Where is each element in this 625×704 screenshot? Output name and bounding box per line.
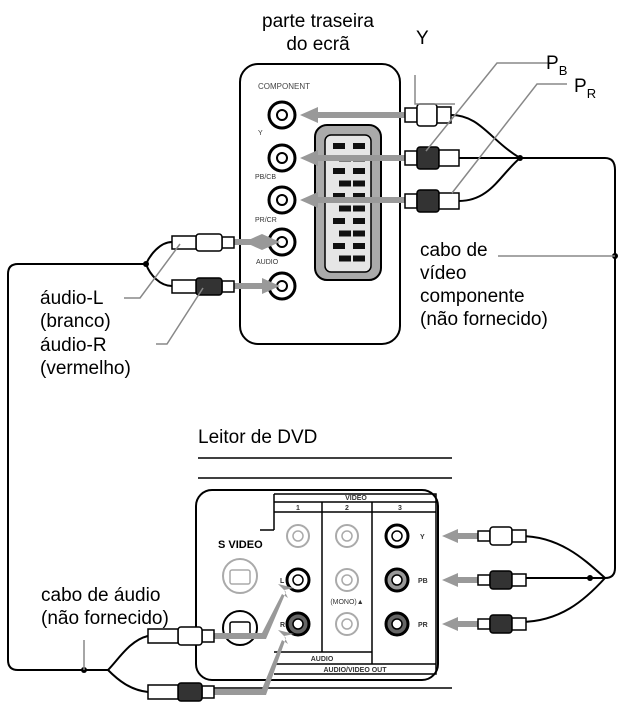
label-pb: PB — [546, 53, 567, 78]
mono-label: (MONO)▲ — [330, 599, 363, 606]
jack-pb[interactable] — [267, 143, 297, 173]
plug-pb-dvd — [477, 570, 527, 590]
plug-pr-screen — [404, 189, 460, 213]
audio-r-label-2: (vermelho) — [40, 358, 131, 379]
jack-pr[interactable] — [267, 185, 297, 215]
video-jack-1[interactable] — [286, 524, 310, 548]
scart-pin — [353, 218, 365, 224]
video-header: VIDEO — [345, 495, 367, 502]
scart-pin — [353, 193, 365, 199]
scart-pin — [333, 193, 345, 199]
jack-pb-label: PB/CB — [255, 174, 276, 181]
scart-pin — [339, 180, 351, 187]
jack-pr-label: PR/CR — [255, 217, 277, 224]
scart-pin — [339, 205, 351, 212]
video-cable-label-4: (não fornecido) — [420, 309, 548, 330]
s-video-label: S VIDEO — [218, 539, 263, 551]
video-cable-label-1: cabo de — [420, 240, 488, 261]
plug-audio-r-screen — [171, 277, 235, 296]
plug-y-screen — [404, 103, 452, 127]
audio-label: AUDIO — [311, 656, 334, 663]
video-arrows-screen — [232, 107, 412, 294]
audio-jack-r[interactable] — [285, 611, 311, 637]
jack-audio-label: AUDIO — [256, 259, 279, 266]
s-video-jack-2[interactable] — [222, 610, 258, 646]
plug-audio-r-dvd — [147, 682, 215, 702]
scart-pin — [339, 255, 351, 262]
screen-rear-panel: parte traseira do ecrã COMPONENT Y PB/CB… — [239, 11, 401, 345]
plug-audio-l-dvd — [147, 626, 215, 646]
screen-title-line2: do ecrã — [286, 34, 350, 55]
scart-pin — [353, 205, 365, 212]
audio-l-label-2: (branco) — [40, 311, 111, 332]
component-label: COMPONENT — [258, 82, 310, 91]
jack-y[interactable] — [267, 100, 297, 130]
scart-pin — [333, 218, 345, 224]
plug-audio-l-screen — [171, 233, 235, 252]
audio-cable-label-2: (não fornecido) — [41, 608, 169, 629]
component-y-label: Y — [420, 534, 425, 541]
jack-r-label: R — [280, 622, 285, 629]
scart-pin — [353, 143, 365, 149]
audio-jack-2-l[interactable] — [335, 568, 359, 592]
plug-y-dvd — [477, 526, 527, 546]
component-jack-pr[interactable] — [384, 611, 410, 637]
plug-pr-dvd — [477, 614, 527, 634]
dvd-audio-arrows — [214, 584, 294, 695]
audio-jack-l[interactable] — [285, 567, 311, 593]
plug-pb-screen — [404, 146, 460, 170]
jack-y-label: Y — [258, 130, 263, 137]
screen-title-line1: parte traseira — [262, 11, 374, 32]
av-out-label: AUDIO/VIDEO OUT — [323, 667, 387, 674]
col-1: 1 — [296, 505, 300, 512]
component-jack-pb[interactable] — [384, 567, 410, 593]
scart-pin — [353, 243, 365, 249]
dvd-title: Leitor de DVD — [198, 427, 317, 448]
label-pr: PR — [574, 76, 596, 101]
scart-pin — [353, 255, 365, 262]
scart-pin — [339, 230, 351, 237]
audio-r-label-1: áudio-R — [40, 335, 107, 356]
scart-pin — [333, 143, 345, 149]
col-3: 3 — [398, 505, 402, 512]
s-video-jack-1[interactable] — [222, 558, 258, 594]
jack-l-label: L — [280, 578, 285, 585]
video-jack-2[interactable] — [335, 524, 359, 548]
component-pr-label: PR — [418, 622, 428, 629]
scart-pin — [353, 168, 365, 174]
dvd-panel: VIDEO 1 2 3 S VIDEO Y — [195, 489, 439, 681]
col-2: 2 — [345, 505, 349, 512]
label-y: Y — [416, 28, 429, 49]
audio-cable-label-1: cabo de áudio — [41, 585, 160, 606]
video-cable-label-3: componente — [420, 286, 525, 307]
video-cable-label-2: vídeo — [420, 263, 466, 284]
component-jack-y[interactable] — [384, 523, 410, 549]
video-cable — [450, 114, 616, 623]
scart-pin — [353, 180, 365, 187]
audio-l-label-1: áudio-L — [40, 288, 103, 309]
audio-jack-2-r[interactable] — [335, 612, 359, 636]
scart-pin — [353, 230, 365, 237]
scart-pin — [333, 168, 345, 174]
scart-pin — [333, 243, 345, 249]
dvd-video-arrows — [442, 529, 478, 631]
component-pb-label: PB — [418, 578, 428, 585]
